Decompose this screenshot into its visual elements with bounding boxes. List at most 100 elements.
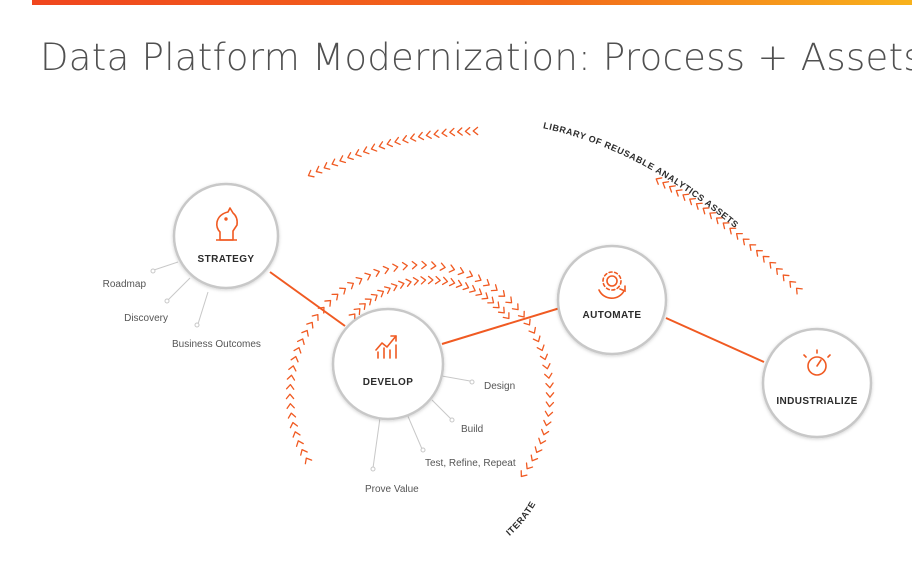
library-chevron — [331, 158, 339, 167]
iterate-chevron — [295, 440, 304, 447]
iterate-chevron — [420, 276, 427, 285]
iterate-chevron — [355, 276, 363, 285]
iterate-chevron — [511, 303, 519, 311]
iterate-chevron — [492, 301, 500, 309]
library-chevron — [355, 149, 362, 158]
iterate-chevron — [289, 421, 299, 429]
library-chevron — [668, 185, 676, 193]
top-accent-bar — [32, 0, 912, 5]
node-automate: AUTOMATE — [556, 244, 668, 356]
iterate-chevron — [331, 293, 339, 301]
industrialize-label: INDUSTRIALIZE — [776, 396, 857, 407]
library-chevron — [417, 131, 425, 141]
iterate-chevron — [290, 355, 299, 363]
library-chevron — [782, 274, 790, 282]
iterate-chevron — [421, 260, 427, 270]
growth-chart-icon — [375, 335, 397, 359]
iterate-chevron — [306, 321, 314, 329]
library-chevron — [425, 130, 432, 139]
iterate-chevron — [370, 293, 378, 302]
library-chevron — [315, 165, 323, 174]
iterate-chevron — [448, 277, 456, 287]
library-chevron — [472, 126, 479, 136]
library-chevron — [709, 212, 717, 220]
iterate-chevron — [434, 275, 441, 285]
library-chevron — [370, 143, 378, 152]
iterate-chevron — [373, 268, 380, 277]
callout-roadmap: Roadmap — [103, 279, 147, 290]
iterate-chevron — [377, 289, 385, 298]
iterate-chevron — [311, 313, 319, 321]
iterate-chevron — [285, 383, 295, 390]
iterate-chevron — [525, 462, 534, 470]
connector-strategy-develop — [269, 271, 346, 327]
iterate-chevron — [475, 288, 483, 296]
iterate-chevron — [523, 318, 531, 326]
iterate-chevron — [457, 267, 465, 276]
iterate-chevron — [364, 298, 372, 306]
callout-build: Build — [461, 424, 483, 435]
iterate-chevron — [481, 292, 489, 300]
iterate-chevron — [530, 454, 539, 462]
library-chevron — [789, 280, 797, 288]
library-chevron — [742, 238, 750, 246]
iterate-chevron — [502, 312, 510, 320]
iterate-chevron — [286, 403, 295, 410]
library-chevron — [378, 141, 386, 150]
iterate-chevron — [497, 306, 505, 314]
iterate-chevron — [287, 412, 297, 419]
library-chevron — [775, 268, 783, 275]
iterate-chevron — [364, 272, 372, 281]
library-chevron — [795, 287, 803, 295]
library-chevron — [655, 177, 663, 185]
iterate-chevron — [545, 401, 555, 408]
iterate-chevron — [285, 393, 295, 400]
iterate-chevron — [383, 286, 391, 295]
iterate-arc-label: ITERATE — [504, 499, 538, 537]
iterate-chevron — [401, 261, 408, 271]
library-chevron — [762, 255, 770, 263]
iterate-chevron — [538, 437, 547, 445]
iterate-chevron — [545, 392, 555, 398]
iterate-chevron — [439, 262, 446, 271]
library-chevron — [689, 197, 697, 206]
library-chevron — [456, 127, 463, 136]
library-chevron — [735, 232, 743, 240]
iterate-chevron — [545, 382, 554, 389]
library-chevron — [441, 128, 448, 137]
library-chevron — [702, 207, 710, 215]
iterate-chevron — [288, 365, 297, 372]
iterate-chevron — [441, 276, 449, 286]
callout-discovery: Discovery — [124, 313, 168, 324]
iterate-chevron — [469, 284, 476, 293]
library-chevron — [755, 249, 763, 257]
node-industrialize: INDUSTRIALIZE — [761, 327, 873, 439]
iterate-chevron — [324, 299, 332, 307]
library-chevron — [409, 133, 417, 142]
iterate-chevron — [358, 303, 366, 311]
library-chevron — [402, 135, 409, 144]
library-chevron — [464, 126, 471, 136]
library-chevron — [675, 189, 683, 197]
iterate-chevron — [536, 344, 545, 352]
develop-callouts — [370, 375, 475, 472]
iterate-chevron — [301, 329, 309, 337]
iterate-chevron — [466, 270, 474, 279]
iterate-chevron — [392, 263, 399, 272]
library-chevron — [323, 162, 331, 170]
iterate-chevron — [293, 346, 302, 354]
library-chevron — [729, 227, 737, 235]
library-chevron — [362, 146, 370, 155]
library-chevron — [749, 244, 757, 252]
connector-automate-industrialize — [665, 317, 765, 363]
iterate-chevron — [430, 261, 437, 270]
library-chevron — [662, 181, 670, 189]
iterate-chevron — [300, 448, 308, 456]
iterate-chevron — [353, 308, 361, 316]
iterate-chevron — [490, 284, 498, 292]
library-chevron — [307, 169, 315, 178]
iterate-chevron — [296, 338, 305, 346]
library-chevron — [449, 127, 456, 137]
speedometer-icon — [803, 349, 831, 376]
